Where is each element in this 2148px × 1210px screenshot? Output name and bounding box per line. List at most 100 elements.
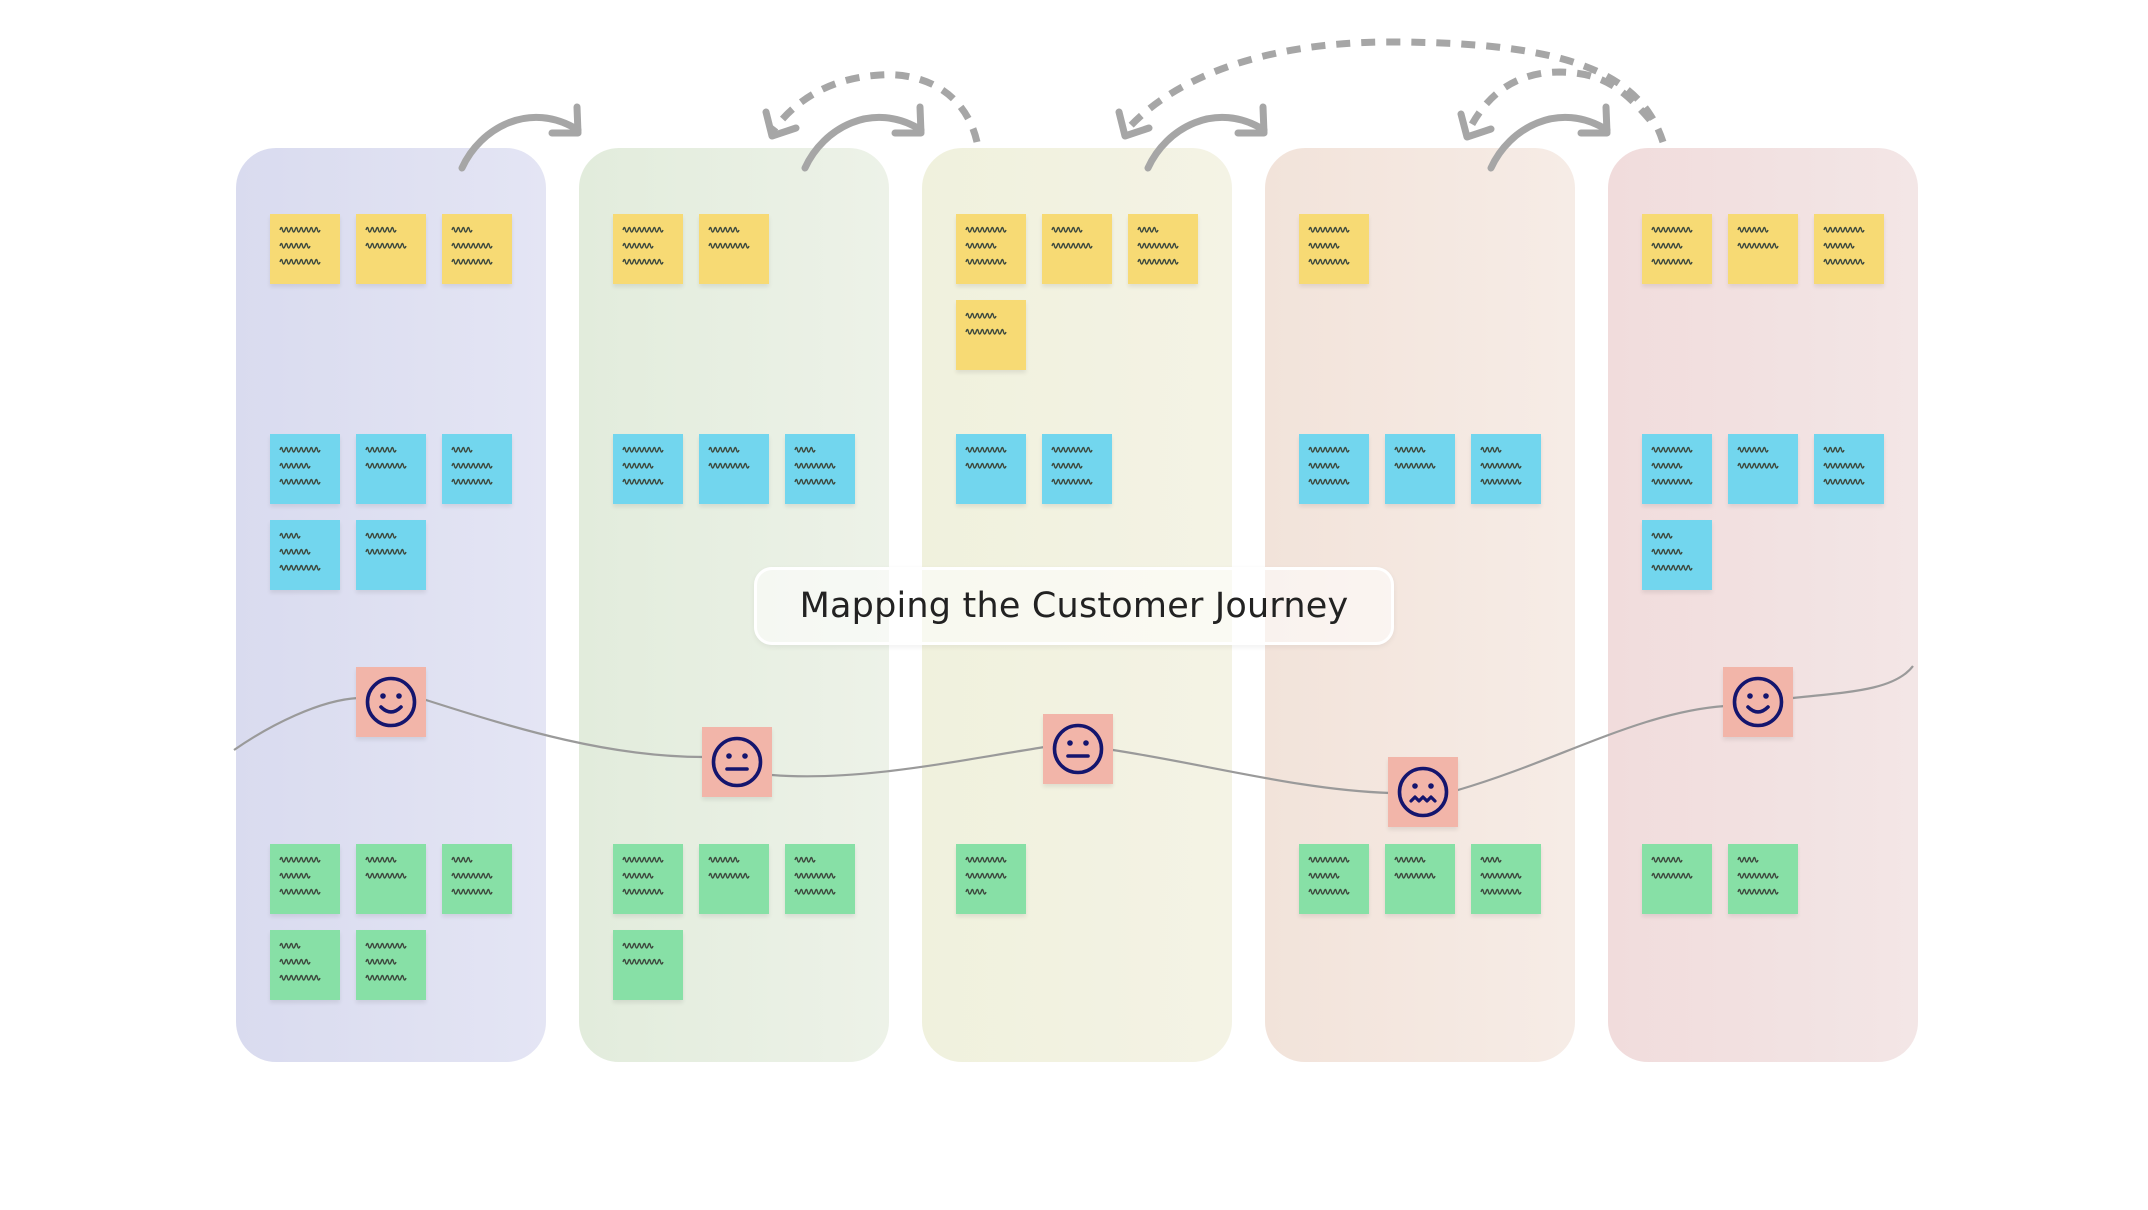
sticky-note-green[interactable] (1471, 844, 1541, 914)
handwritten-note-line (365, 532, 397, 539)
sticky-note-yellow[interactable] (1814, 214, 1884, 284)
sticky-note-blue[interactable] (356, 434, 426, 504)
sticky-note-green[interactable] (1299, 844, 1369, 914)
sticky-note-yellow[interactable] (270, 214, 340, 284)
sticky-note-green[interactable] (613, 844, 683, 914)
board-title-card[interactable]: Mapping the Customer Journey (754, 567, 1394, 645)
backward-dashed-arrow-stage-5-to-3[interactable] (1115, 38, 1667, 144)
handwritten-note-line (1823, 242, 1855, 249)
happy-face-icon (1732, 676, 1784, 728)
sticky-note-green[interactable] (1728, 844, 1798, 914)
handwritten-note-line (794, 856, 816, 863)
handwritten-note-line (1737, 856, 1759, 863)
board-title: Mapping the Customer Journey (799, 586, 1349, 626)
sticky-note-blue[interactable] (1299, 434, 1369, 504)
sticky-note-green[interactable] (785, 844, 855, 914)
handwritten-note-line (451, 258, 493, 265)
handwritten-note-line (1308, 242, 1340, 249)
sticky-note-green[interactable] (613, 930, 683, 1000)
sticky-note-yellow[interactable] (956, 214, 1026, 284)
handwritten-note-line (1737, 462, 1779, 469)
sticky-note-blue[interactable] (1728, 434, 1798, 504)
handwritten-note-line (451, 226, 473, 233)
sticky-note-green[interactable] (956, 844, 1026, 914)
handwritten-note-line (1823, 446, 1845, 453)
handwritten-note-line (622, 226, 664, 233)
sticky-note-yellow[interactable] (1728, 214, 1798, 284)
sticky-note-blue[interactable] (1814, 434, 1884, 504)
sticky-note-blue[interactable] (270, 434, 340, 504)
sticky-note-yellow[interactable] (1042, 214, 1112, 284)
handwritten-note-line (794, 446, 816, 453)
emotion-sticky-happy[interactable] (1723, 667, 1793, 737)
sticky-note-yellow[interactable] (613, 214, 683, 284)
handwritten-note-line (1823, 226, 1865, 233)
sticky-note-yellow[interactable] (1642, 214, 1712, 284)
handwritten-note-line (622, 242, 654, 249)
handwritten-note-line (1137, 226, 1159, 233)
handwritten-note-line (965, 462, 1007, 469)
emotion-sticky-happy[interactable] (356, 667, 426, 737)
sticky-note-blue[interactable] (270, 520, 340, 590)
sticky-note-green[interactable] (356, 930, 426, 1000)
handwritten-note-line (1651, 242, 1683, 249)
sticky-note-yellow[interactable] (442, 214, 512, 284)
stage-column-5[interactable] (1608, 148, 1918, 1062)
handwritten-note-line (965, 226, 1007, 233)
sticky-note-blue[interactable] (956, 434, 1026, 504)
backward-dashed-arrow-stage-5-to-4[interactable] (1457, 68, 1653, 141)
sticky-note-yellow[interactable] (956, 300, 1026, 370)
sticky-note-blue[interactable] (442, 434, 512, 504)
handwritten-note-line (1480, 446, 1502, 453)
sticky-note-yellow[interactable] (1128, 214, 1198, 284)
handwritten-note-line (1480, 872, 1522, 879)
sticky-note-yellow[interactable] (356, 214, 426, 284)
sticky-note-yellow[interactable] (699, 214, 769, 284)
sticky-note-blue[interactable] (1385, 434, 1455, 504)
handwritten-note-line (1137, 258, 1179, 265)
sticky-note-blue[interactable] (613, 434, 683, 504)
sticky-note-green[interactable] (699, 844, 769, 914)
handwritten-note-line (365, 974, 407, 981)
handwritten-note-line (1137, 242, 1179, 249)
emotion-sticky-neutral[interactable] (1043, 714, 1113, 784)
emotion-sticky-anxious[interactable] (1388, 757, 1458, 827)
handwritten-note-line (622, 258, 664, 265)
sticky-note-blue[interactable] (1471, 434, 1541, 504)
handwritten-note-line (1051, 446, 1093, 453)
sticky-note-blue[interactable] (1642, 434, 1712, 504)
stage-column-1[interactable] (236, 148, 546, 1062)
handwritten-note-line (1737, 888, 1779, 895)
backward-dashed-arrow-stage-3-to-2[interactable] (762, 71, 981, 143)
sticky-note-green[interactable] (356, 844, 426, 914)
handwritten-note-line (1651, 548, 1683, 555)
handwritten-note-line (451, 856, 473, 863)
sticky-note-green[interactable] (270, 844, 340, 914)
handwritten-note-line (1651, 226, 1693, 233)
sticky-note-green[interactable] (1385, 844, 1455, 914)
sticky-note-blue[interactable] (1042, 434, 1112, 504)
sticky-note-green[interactable] (1642, 844, 1712, 914)
handwritten-note-line (365, 958, 397, 965)
sticky-note-yellow[interactable] (1299, 214, 1369, 284)
handwritten-note-line (794, 872, 836, 879)
sticky-note-green[interactable] (442, 844, 512, 914)
handwritten-note-line (1737, 242, 1779, 249)
handwritten-note-line (1394, 462, 1436, 469)
sticky-note-green[interactable] (270, 930, 340, 1000)
sticky-note-blue[interactable] (785, 434, 855, 504)
handwritten-note-line (1308, 462, 1340, 469)
handwritten-note-line (1394, 856, 1426, 863)
sticky-note-blue[interactable] (356, 520, 426, 590)
handwritten-note-line (622, 856, 664, 863)
happy-face-icon (365, 676, 417, 728)
handwritten-note-line (1480, 888, 1522, 895)
sticky-note-blue[interactable] (1642, 520, 1712, 590)
handwritten-note-line (1051, 462, 1083, 469)
sticky-note-blue[interactable] (699, 434, 769, 504)
handwritten-note-line (279, 888, 321, 895)
handwritten-note-line (365, 548, 407, 555)
emotion-sticky-neutral[interactable] (702, 727, 772, 797)
handwritten-note-line (1480, 478, 1522, 485)
handwritten-note-line (1737, 872, 1779, 879)
